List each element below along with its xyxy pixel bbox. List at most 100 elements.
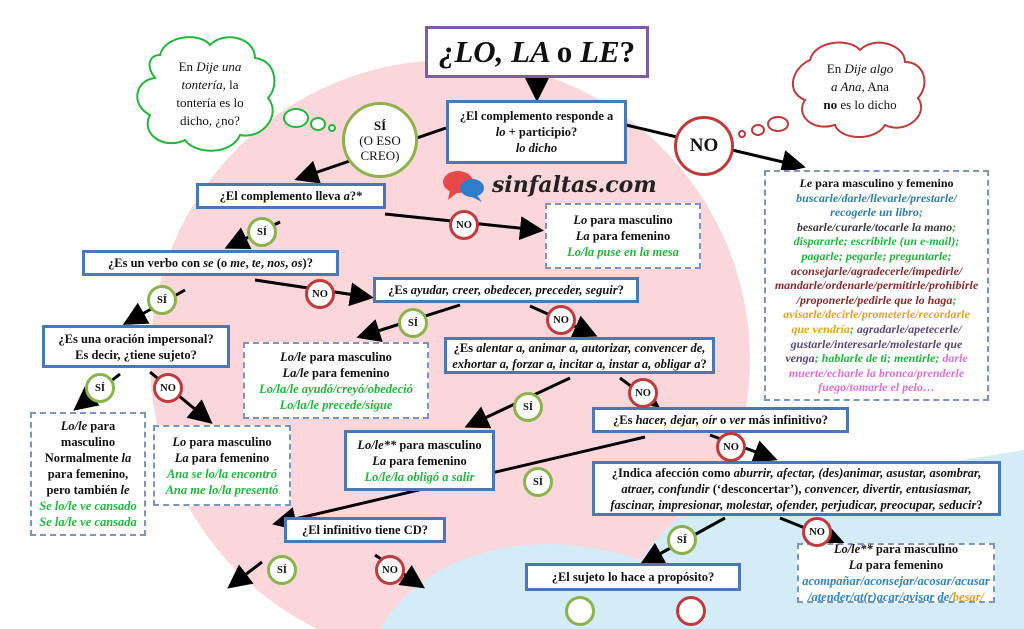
text-segment: lo [495, 125, 506, 139]
yes-label: SÍ [408, 317, 418, 329]
text-segment: convencer, divertir, entusiasmar, [804, 481, 972, 496]
question-lleva-a: ¿El complemento lleva a?* [196, 183, 386, 209]
yes-badge-partial [565, 596, 595, 626]
text-line: fascinar, impresionar, molestar, ofender… [595, 497, 998, 513]
text-segment: En [178, 59, 197, 74]
no-label: NO [456, 219, 472, 231]
text-line: avisarle/decirle/prometerle/recordarle [766, 307, 987, 322]
text-segment: Lo [172, 434, 187, 449]
yes-badge: SÍ [267, 555, 297, 585]
no-label: NO [635, 387, 651, 399]
text-segment: para femenino, [47, 467, 129, 481]
no-badge: NO [546, 305, 576, 335]
text-segment: exhortar a, forzar a, incitar a, instar … [452, 356, 701, 371]
text-segment: ? [700, 356, 707, 371]
text-line: La para femenino [155, 450, 289, 466]
question-verbo-se: ¿Es un verbo con se (o me, te, nos, os)? [82, 250, 339, 276]
text-line: fuego/tomarle el pelo… [766, 380, 987, 395]
no-badge: NO [153, 373, 183, 403]
text-segment: masculino [60, 435, 116, 449]
text-line: La para femenino [347, 453, 492, 469]
text-segment: (o [213, 256, 231, 270]
text-segment: para masculino [872, 542, 959, 556]
text-line: Le para masculino y femenino [766, 176, 987, 191]
text-line: Lo/le/la obligó a salir [347, 469, 492, 485]
text-segment: fascinar, impresionar, molestar, ofender… [610, 497, 977, 512]
question-afeccion: ¿Indica afección como aburrir, afectar, … [592, 461, 1001, 516]
text-segment: ; [952, 292, 957, 307]
text-line: para femenino, [32, 466, 144, 482]
text-segment: para femenino [386, 453, 467, 468]
text-line: Lo/la puse en la mesa [547, 244, 699, 260]
text-line: que vendría; agradarle/apetecerle/ [766, 322, 987, 337]
text-segment: hacer, dejar, oír [635, 413, 717, 427]
text-segment: , [245, 256, 252, 270]
text-line: ¿Es hacer, dejar, oír o ver más infiniti… [595, 412, 846, 428]
text-line: venga; hablarle de ti; mentirle; darle [766, 351, 987, 366]
text-line: ¿El infinitivo tiene CD? [287, 522, 443, 538]
title-text: ¿LO, LA o LE? [428, 32, 646, 72]
text-segment: / [949, 590, 953, 604]
yes-badge: SÍ [667, 525, 697, 555]
text-segment: Ana se lo/la encontró [166, 466, 278, 481]
no-badge: NO [628, 378, 658, 408]
text-line: tontería, la [155, 76, 265, 94]
text-segment: + participio? [505, 125, 578, 139]
text-line: Lo para masculino [547, 212, 699, 228]
text-line: exhortar a, forzar a, incitar a, instar … [447, 356, 712, 372]
logo-text: sinfaltas.com [492, 172, 657, 198]
text-segment: Se lo/le ve cansado [39, 499, 137, 513]
no-badge: NO [375, 555, 405, 585]
no-label: NO [723, 441, 739, 453]
text-segment: o [556, 34, 573, 69]
text-segment: , [285, 256, 292, 270]
text-line: lo dicho [449, 140, 624, 156]
text-segment: Lo [573, 213, 588, 227]
text-line: Lo/le** para masculino [347, 437, 492, 453]
yes-label: SÍ [257, 226, 267, 238]
text-segment: lo dicho [515, 141, 558, 155]
text-segment: ¿Es [388, 283, 411, 297]
text-segment: LE [572, 34, 620, 69]
yes-label: SÍ [523, 401, 533, 413]
text-segment: fuego/tomarle el pelo… [818, 380, 935, 395]
text-line: ¿Es un verbo con se (o me, te, nos, os)? [85, 255, 336, 271]
text-segment: ¿Es una oración impersonal? [58, 331, 214, 346]
text-line: ¿Indica afección como aburrir, afectar, … [595, 465, 998, 481]
yes-badge: SÍ [398, 308, 428, 338]
text-line: dicho, ¿no? [155, 112, 265, 130]
question-hacer-dejar: ¿Es hacer, dejar, oír o ver más infiniti… [592, 407, 849, 433]
text-line: acompañar/aconsejar/acosar/acusar [799, 573, 993, 589]
text-segment: Se la/le ve cansada [39, 515, 137, 529]
thought-cloud-right [738, 41, 926, 138]
text-line: atraer, confundir (‘desconcertar’), conv… [595, 481, 998, 497]
text-segment: Lo/la/le ayudó/creyó/obedeció [259, 381, 413, 396]
yes-label: SÍ [95, 382, 105, 394]
yes-badge: SÍ [513, 392, 543, 422]
text-line: recogerle un libro; [766, 205, 987, 220]
text-segment: muerte/echarle la bronca/prenderle [788, 365, 965, 380]
text-segment: ¿El complemento lleva [219, 189, 344, 203]
text-segment: para masculino y femenino [812, 176, 954, 191]
text-segment: La [848, 558, 863, 572]
text-line: /proponerle/pedirle que lo haga; [766, 293, 987, 308]
text-line: aconsejarle/agradecerle/impedirle/ [766, 264, 987, 279]
text-segment: alentar a, animar a, autorizar, convence… [476, 340, 706, 355]
question-ayudar: ¿Es ayudar, creer, obedecer, preceder, s… [373, 277, 639, 303]
yes-badge: SÍ [85, 373, 115, 403]
text-segment: )? [302, 256, 313, 270]
text-segment: os [291, 256, 303, 270]
no-badge: NO [802, 517, 832, 547]
text-segment: Lo/le** [357, 437, 397, 452]
text-segment: Dije algo [844, 61, 894, 76]
text-segment: te [251, 256, 261, 270]
text-segment: La [575, 229, 590, 243]
